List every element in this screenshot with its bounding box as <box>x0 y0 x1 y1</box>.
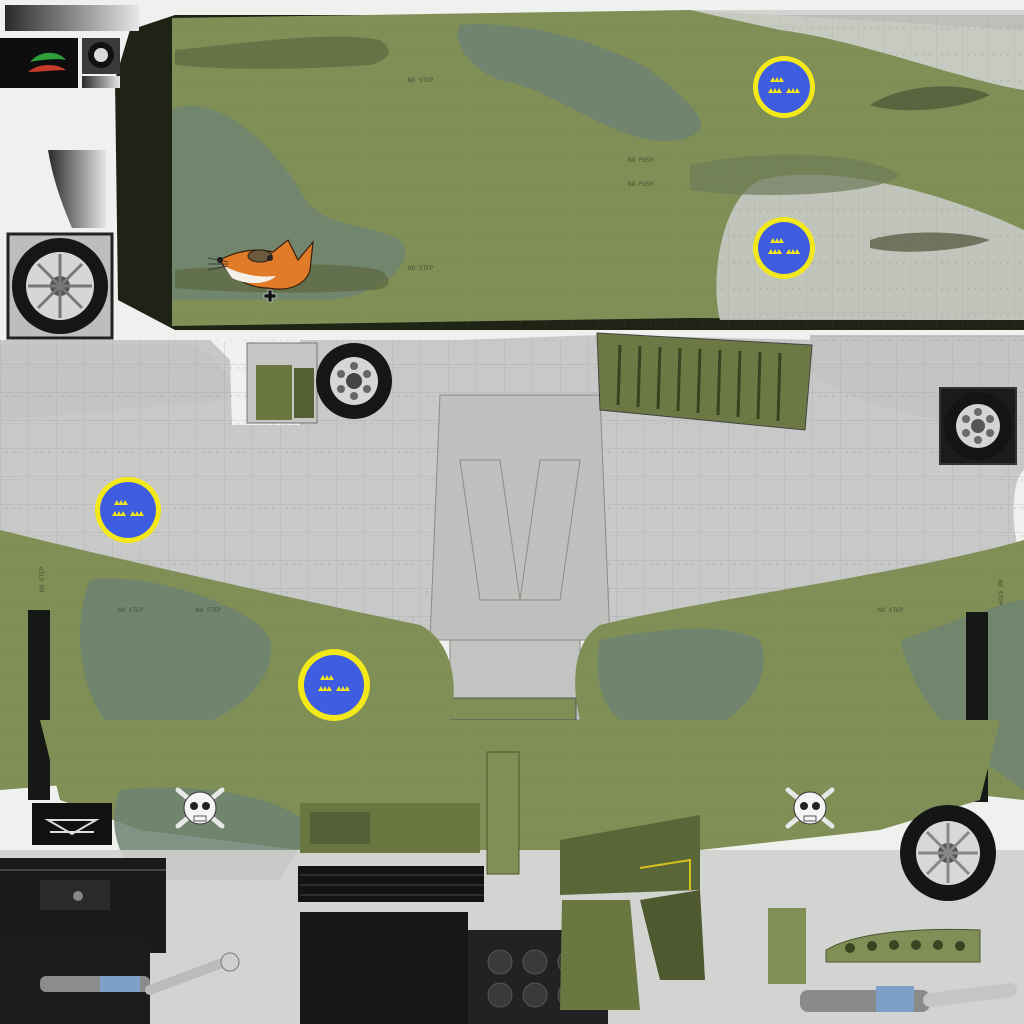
no-step-stencil: NO STEP <box>878 607 904 614</box>
left-wingtip-grey <box>0 345 231 420</box>
navigation-light-panel <box>0 38 78 88</box>
fuselage-interior-panel <box>560 815 705 1010</box>
wheel-icon <box>900 805 996 901</box>
no-step-stencil: NO STEP <box>408 265 434 272</box>
wheel-well-panel <box>246 342 318 424</box>
no-step-stencil: NO STEP <box>196 607 222 614</box>
no-step-stencil: NO STEP <box>996 580 1003 606</box>
wheel-icon <box>6 232 114 340</box>
no-push-stencil: NO PUSH <box>628 157 654 164</box>
control-stick-strip <box>486 751 520 875</box>
no-step-stencil: NO STEP <box>39 566 46 592</box>
gauge-panel <box>82 38 120 88</box>
three-crowns-roundel-icon <box>95 477 161 543</box>
oleo-strut-left <box>40 952 240 995</box>
canopy-gradient-strip <box>5 5 139 31</box>
exhaust-stack-panel <box>298 803 484 902</box>
iron-cross-icon <box>263 289 277 303</box>
fox-nose-art-icon <box>207 239 314 303</box>
wheel-icon <box>316 343 392 419</box>
no-step-stencil: NO STEP <box>118 607 144 614</box>
prop-blade-gradient <box>48 150 106 228</box>
three-crowns-roundel-icon <box>298 649 370 721</box>
skull-crossbones-icon <box>785 787 835 829</box>
three-crowns-roundel-icon <box>753 217 815 279</box>
wheel-icon <box>939 387 1017 465</box>
oleo-strut-right <box>800 983 1017 1012</box>
no-push-stencil: NO PUSH <box>628 181 654 188</box>
radiator-grill-panel <box>596 332 813 431</box>
strut-diagram-panel <box>32 803 112 845</box>
tailplane-panel <box>40 720 1000 880</box>
no-step-stencil: NO STEP <box>408 77 434 84</box>
wing-rib-panel <box>768 908 981 984</box>
skull-crossbones-icon <box>175 787 225 829</box>
three-crowns-roundel-icon <box>753 56 815 118</box>
cockpit-side-panel <box>0 858 166 953</box>
